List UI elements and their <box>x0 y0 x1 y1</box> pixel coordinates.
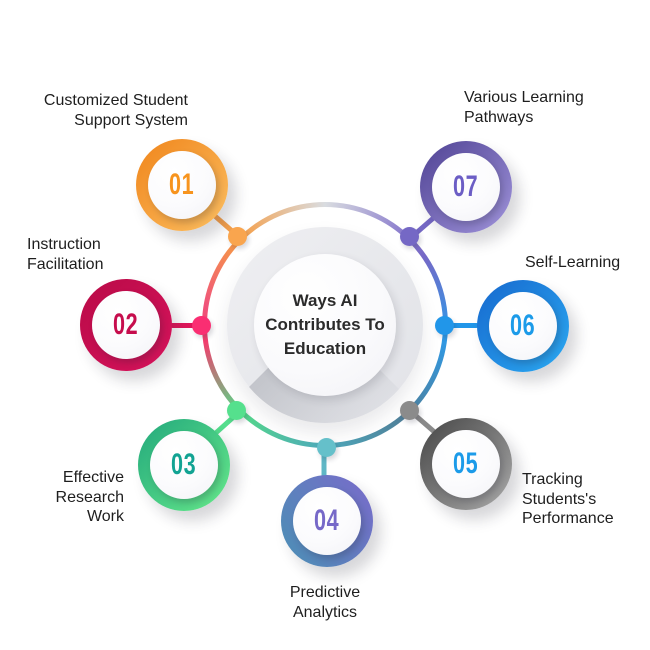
node-number: 03 <box>171 448 197 481</box>
node-number: 01 <box>169 168 195 201</box>
node-label-02: Instruction Facilitation <box>27 236 104 273</box>
node-circle-01-face: 01 <box>148 151 216 219</box>
center-title: Ways AI Contributes To Education <box>265 291 385 358</box>
connector-dot-06 <box>435 316 454 335</box>
node-label-01: Customized Student Support System <box>43 92 188 129</box>
node-circle-03: 03 <box>138 419 230 511</box>
node-circle-04: 04 <box>281 475 373 567</box>
node-label-07: Various Learning Pathways <box>464 89 584 126</box>
node-number: 07 <box>453 170 479 203</box>
connector-dot-07 <box>400 227 419 246</box>
node-number: 02 <box>113 308 139 341</box>
node-circle-03-face: 03 <box>150 431 218 499</box>
node-label-03: Effective Research Work <box>55 469 124 526</box>
node-circle-04-face: 04 <box>293 487 361 555</box>
node-circle-07: 07 <box>420 141 512 233</box>
node-circle-05: 05 <box>420 418 512 510</box>
connector-line-02 <box>170 323 206 328</box>
node-number: 06 <box>510 309 536 342</box>
node-circle-02-face: 02 <box>92 291 160 359</box>
node-circle-05-face: 05 <box>432 430 500 498</box>
connector-line-06 <box>443 323 479 328</box>
node-circle-06-face: 06 <box>489 292 557 360</box>
node-number: 04 <box>314 504 340 537</box>
node-number: 05 <box>453 447 479 480</box>
node-circle-07-face: 07 <box>432 153 500 221</box>
connector-dot-04 <box>317 438 336 457</box>
node-circle-02: 02 <box>80 279 172 371</box>
center-circle: Ways AI Contributes To Education <box>254 254 396 396</box>
node-label-06: Self-Learning <box>525 254 621 271</box>
connector-dot-03 <box>227 401 246 420</box>
connector-dot-01 <box>228 227 247 246</box>
connector-dot-02 <box>192 316 211 335</box>
connector-dot-05 <box>400 401 419 420</box>
node-circle-06: 06 <box>477 280 569 372</box>
node-circle-01: 01 <box>136 139 228 231</box>
node-label-04: Predictive Analytics <box>289 584 361 621</box>
node-label-05: Tracking Students's Performance <box>522 471 614 528</box>
